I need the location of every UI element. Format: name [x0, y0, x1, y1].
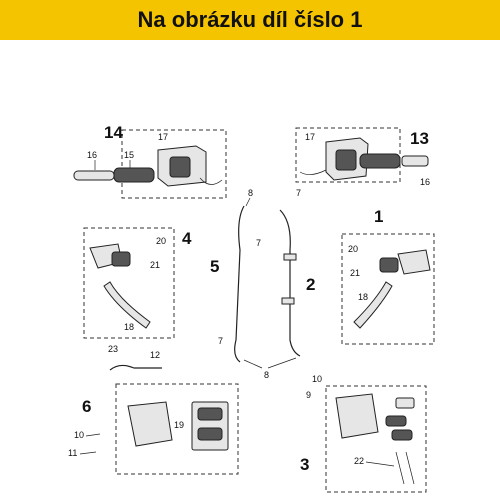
callout-19: 19: [174, 420, 184, 430]
callout-2: 2: [306, 275, 315, 294]
callout-20-left: 20: [156, 236, 166, 246]
left-brake-pad-b: [197, 427, 223, 441]
leader-8-bottom-b: [267, 357, 297, 369]
callout-6: 6: [82, 397, 91, 416]
right-pin-b: [405, 451, 415, 485]
right-reservoir: [397, 249, 431, 275]
left-grip: [113, 167, 155, 183]
left-grip-end: [73, 170, 115, 181]
title-banner: Na obrázku díl číslo 1: [0, 0, 500, 40]
callout-15: 15: [124, 150, 134, 160]
callout-17-left: 17: [158, 132, 168, 142]
left-master-cylinder: [111, 251, 131, 267]
callout-23: 23: [108, 344, 118, 354]
assembly-group-4: 4 20 21 18: [83, 227, 192, 339]
leader-8-top: [245, 197, 251, 207]
right-bar-end: [401, 155, 429, 167]
callout-16-left: 16: [87, 150, 97, 160]
callout-7-c: 7: [218, 336, 223, 346]
right-brake-pad-a: [385, 415, 407, 427]
right-brake-caliper: [335, 393, 379, 439]
left-brake-lever: [103, 281, 151, 329]
right-switch-buttons: [335, 149, 357, 171]
callout-20-right: 20: [348, 244, 358, 254]
callout-18-right: 18: [358, 292, 368, 302]
leader-11: [79, 451, 97, 455]
group-6-box: [115, 383, 239, 475]
leader-22: [365, 461, 395, 467]
callout-3: 3: [300, 455, 309, 474]
assembly-group-13: 13 17 16: [295, 127, 430, 187]
callout-1: 1: [374, 207, 383, 226]
right-brake-pad-b: [391, 429, 413, 441]
callout-4: 4: [182, 229, 192, 248]
group-1-box: [341, 233, 435, 345]
callout-8-bottom: 8: [264, 370, 269, 380]
callout-9: 9: [306, 390, 311, 400]
right-grip: [359, 153, 401, 169]
exploded-parts-diagram: 14 17 16 15 13 17 16 4 20 21 18 1 20 2: [68, 123, 435, 493]
callout-18-left: 18: [124, 322, 134, 332]
callout-12: 12: [150, 350, 160, 360]
right-master-cylinder: [379, 257, 399, 273]
callout-5: 5: [210, 257, 219, 276]
callout-13: 13: [410, 129, 429, 148]
callout-8-top: 8: [248, 188, 253, 198]
callout-17-right: 17: [305, 132, 315, 142]
right-pin-a: [395, 451, 405, 485]
callout-7-b: 7: [296, 188, 301, 198]
right-pad-spring: [395, 397, 415, 409]
leader-8-bottom-a: [243, 359, 263, 369]
group-13-box: [295, 127, 401, 183]
right-brake-lever: [353, 281, 393, 329]
parts-23-12: 23 12: [108, 344, 162, 371]
assembly-group-1: 1 20 21 18: [341, 207, 435, 345]
hose-5: [234, 205, 245, 363]
callout-10-left: 10: [74, 430, 84, 440]
group-3-box: [325, 385, 427, 493]
assembly-group-6: 6 19 10 11: [68, 383, 239, 475]
callout-16-right: 16: [420, 177, 430, 187]
hose-2: [279, 209, 301, 357]
pipe-12: [109, 364, 162, 371]
callout-14: 14: [104, 123, 123, 142]
banner-title: Na obrázku díl číslo 1: [137, 7, 363, 32]
brake-hoses: 5 2 8 7 7 7 8: [210, 188, 315, 380]
callout-22: 22: [354, 456, 364, 466]
callout-10-right: 10: [312, 374, 322, 384]
left-brake-caliper: [127, 401, 173, 447]
left-switch-wire: [199, 177, 223, 185]
hose-2-clip: [283, 253, 297, 261]
assembly-group-14: 14 17 16 15: [73, 123, 227, 199]
callout-21-left: 21: [150, 260, 160, 270]
callout-7-a: 7: [256, 238, 261, 248]
assembly-group-3: 3 10 9 22: [300, 374, 427, 493]
hose-2-bracket: [281, 297, 295, 305]
group-14-box: [121, 129, 227, 199]
callout-21-right: 21: [350, 268, 360, 278]
callout-11: 11: [68, 448, 77, 458]
left-switch-buttons: [169, 156, 191, 178]
leader-10-left: [85, 433, 101, 437]
group-4-box: [83, 227, 175, 339]
right-switch-wire: [299, 169, 327, 175]
left-brake-pad-a: [197, 407, 223, 421]
